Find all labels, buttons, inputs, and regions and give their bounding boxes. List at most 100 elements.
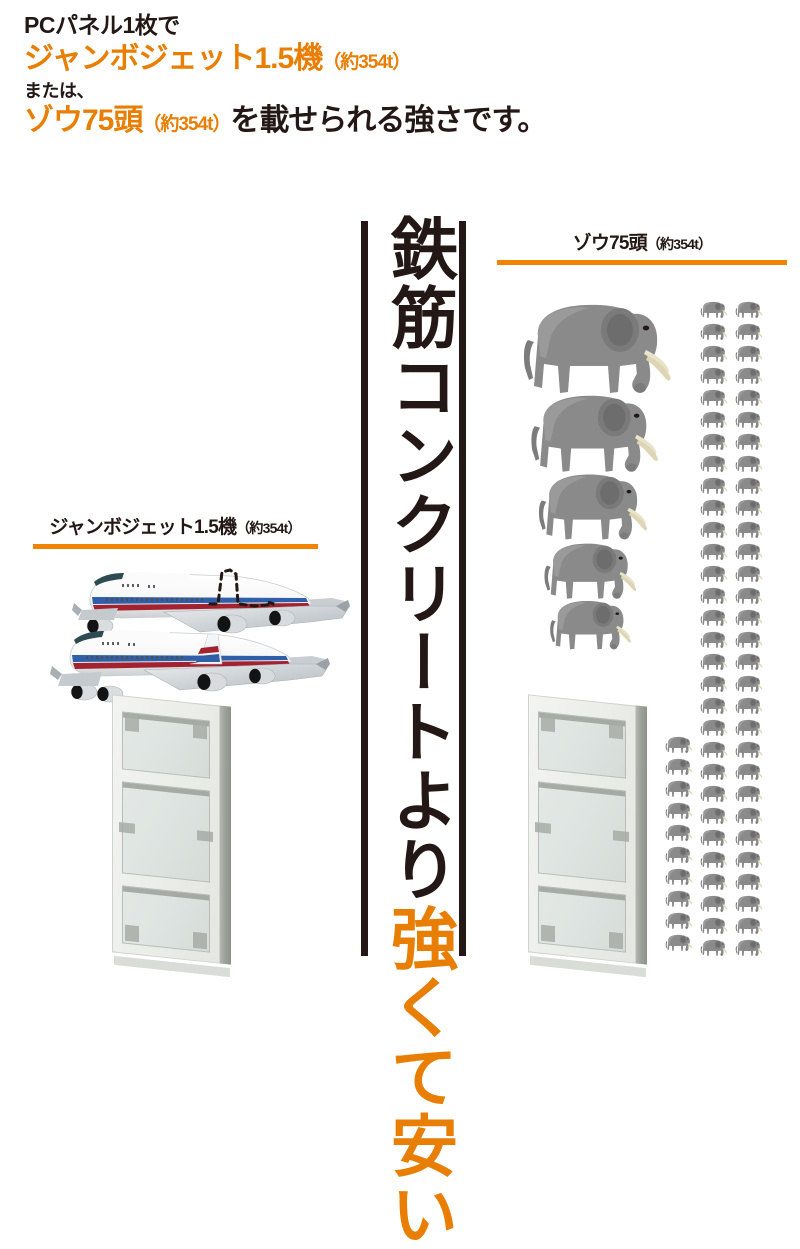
opening-tab-right — [193, 721, 207, 740]
elephant-icon-mini — [735, 433, 763, 450]
slogan-black-part: 鉄筋コンクリートより — [381, 214, 456, 904]
opening-tab-left — [125, 714, 139, 733]
elephant-icon-mini — [735, 939, 763, 956]
elephant-icon-mini — [735, 301, 763, 318]
elephant-icon-mini — [700, 455, 728, 472]
elephant-icon-mini — [735, 807, 763, 824]
elephant-icon-mini — [665, 890, 693, 907]
jumbo-jet-illustration — [38, 560, 368, 720]
pc-panel-elephant-opening-2 — [535, 781, 629, 883]
caption-elephant-rule — [497, 260, 787, 265]
vertical-slogan: 鉄筋コンクリートより強くて安い — [372, 214, 456, 1249]
pc-panel-elephant — [528, 694, 656, 978]
elephant-icon-mini — [665, 846, 693, 863]
elephant-tally-column-c — [735, 300, 764, 960]
elephant-tally-column-a — [665, 735, 694, 955]
elephant-icon-stack-1 — [524, 304, 671, 393]
elephant-icon-mini — [735, 785, 763, 802]
elephant-icon-mini — [700, 587, 728, 604]
elephant-icon-mini — [735, 719, 763, 736]
elephant-icon-mini — [735, 675, 763, 692]
elephant-icon-mini — [700, 433, 728, 450]
elephant-icon-mini — [700, 477, 728, 494]
headline-line-4-main: ゾウ75頭 — [24, 104, 143, 137]
headline-line-4: ゾウ75頭（約354t）を載せられる強さです。 — [24, 106, 644, 136]
infographic-canvas: PCパネル1枚で ジャンボジェット1.5機（約354t） または、 ゾウ75頭（… — [20, 14, 792, 1249]
elephant-icon-mini — [735, 455, 763, 472]
opening-tab-left — [125, 924, 139, 943]
elephant-icon-mini — [700, 565, 728, 582]
pc-panel-jet — [112, 694, 240, 978]
elephant-icon-mini — [700, 873, 728, 890]
caption-jumbo-jet-main: ジャンボジェット1.5機 — [49, 517, 237, 538]
elephant-icon-mini — [665, 934, 693, 951]
elephant-icon-mini — [735, 653, 763, 670]
elephant-icon-mini — [700, 631, 728, 648]
elephant-icon-mini — [700, 521, 728, 538]
elephant-tally-column-b — [700, 300, 729, 960]
elephant-icon-mini — [700, 499, 728, 516]
elephant-icon-mini — [735, 631, 763, 648]
elephant-icon-mini — [700, 785, 728, 802]
headline-line-2-note: （約354t） — [322, 52, 411, 73]
elephant-icon-mini — [700, 543, 728, 560]
elephant-icon-mini — [735, 763, 763, 780]
elephant-icon-mini — [700, 895, 728, 912]
headline-line-4-tail: を載せられる強さです。 — [230, 104, 547, 137]
elephant-icon-mini — [700, 411, 728, 428]
elephant-icon-mini — [665, 758, 693, 775]
elephant-icon-mini — [735, 609, 763, 626]
pc-panel-elephant-opening-3 — [538, 885, 626, 953]
half-jet-dashed-outline — [208, 568, 275, 608]
elephant-icon-stack-2 — [531, 395, 658, 472]
slogan-rule-left — [361, 221, 368, 956]
elephant-icon-mini — [700, 851, 728, 868]
headline-block: PCパネル1枚で ジャンボジェット1.5機（約354t） または、 ゾウ75頭（… — [24, 14, 644, 136]
elephant-icon-mini — [735, 741, 763, 758]
elephant-icon-stack-3 — [538, 474, 648, 540]
elephant-icon-mini — [735, 323, 763, 340]
elephant-icon-mini — [735, 499, 763, 516]
pc-panel-jet-opening-2 — [119, 781, 213, 883]
headline-line-3: または、 — [24, 81, 95, 101]
caption-jumbo-jet-note: （約354t） — [236, 520, 301, 536]
caption-elephant-text: ゾウ75頭（約354t） — [492, 228, 792, 255]
elephant-icon-mini — [700, 829, 728, 846]
elephant-icon-mini — [700, 389, 728, 406]
caption-elephant: ゾウ75頭（約354t） — [492, 228, 792, 265]
elephant-icon-mini — [735, 917, 763, 934]
elephant-stack — [500, 296, 700, 706]
elephant-icon-mini — [700, 323, 728, 340]
pc-panel-elephant-opening-1 — [538, 711, 626, 779]
headline-line-4-note: （約354t） — [142, 114, 231, 135]
opening-tab-left — [541, 714, 555, 733]
caption-elephant-main: ゾウ75頭 — [572, 233, 648, 254]
slogan-orange-part: 強くて安い — [381, 904, 456, 1249]
elephant-icon-mini — [735, 851, 763, 868]
elephant-icon-mini — [700, 301, 728, 318]
opening-tab-right — [613, 830, 629, 842]
jumbo-jet-icon-upper — [72, 568, 350, 635]
elephant-icon-mini — [735, 697, 763, 714]
elephant-icon-mini — [735, 367, 763, 384]
elephant-icon-mini — [700, 345, 728, 362]
elephant-icon-mini — [700, 675, 728, 692]
headline-line-2: ジャンボジェット1.5機（約354t） — [24, 44, 644, 74]
jumbo-jet-icon-lower — [50, 630, 330, 703]
pc-panel-jet-opening-3 — [122, 885, 210, 953]
elephant-icon-mini — [700, 917, 728, 934]
elephant-icon-mini — [665, 868, 693, 885]
caption-jumbo-jet-text: ジャンボジェット1.5機（約354t） — [20, 512, 330, 539]
elephant-icon-mini — [700, 653, 728, 670]
elephant-icon-stack-5 — [550, 600, 631, 650]
elephant-icon-mini — [700, 807, 728, 824]
elephant-icon-stack-4 — [544, 543, 637, 599]
headline-line-2-main: ジャンボジェット1.5機 — [24, 42, 323, 75]
elephant-icon-mini — [700, 741, 728, 758]
elephant-icon-mini — [735, 411, 763, 428]
elephant-icon-mini — [665, 780, 693, 797]
elephant-icon-mini — [665, 736, 693, 753]
elephant-icon-mini — [700, 609, 728, 626]
caption-elephant-note: （約354t） — [646, 236, 712, 252]
opening-tab-right — [609, 931, 623, 950]
